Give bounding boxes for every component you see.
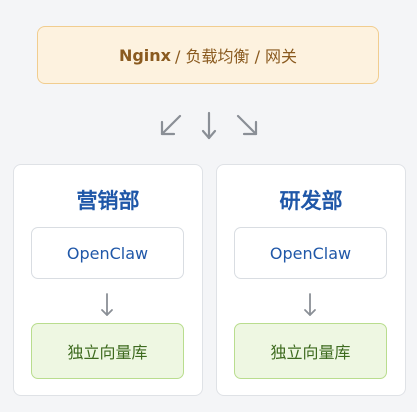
vector-store-box: 独立向量库 xyxy=(31,323,184,379)
department-rnd: 研发部 OpenClaw 独立向量库 xyxy=(216,164,406,396)
arrow-down-icon xyxy=(201,111,217,140)
agent-box: OpenClaw xyxy=(31,227,184,279)
arrow-down-icon xyxy=(304,293,316,316)
department-marketing: 营销部 OpenClaw 独立向量库 xyxy=(13,164,203,396)
gateway-description: / 负载均衡 / 网关 xyxy=(175,47,298,66)
gateway-name: Nginx xyxy=(118,45,171,65)
agent-box: OpenClaw xyxy=(234,227,387,279)
arrow-down-icon xyxy=(101,293,113,316)
arrow-down-left-icon xyxy=(160,114,182,136)
arrow-down-right-icon xyxy=(236,114,258,136)
department-title: 营销部 xyxy=(76,189,140,213)
gateway-box: Nginx / 负载均衡 / 网关 xyxy=(37,26,379,84)
department-title: 研发部 xyxy=(279,189,343,213)
vector-store-box: 独立向量库 xyxy=(234,323,387,379)
split-arrows xyxy=(160,111,258,140)
